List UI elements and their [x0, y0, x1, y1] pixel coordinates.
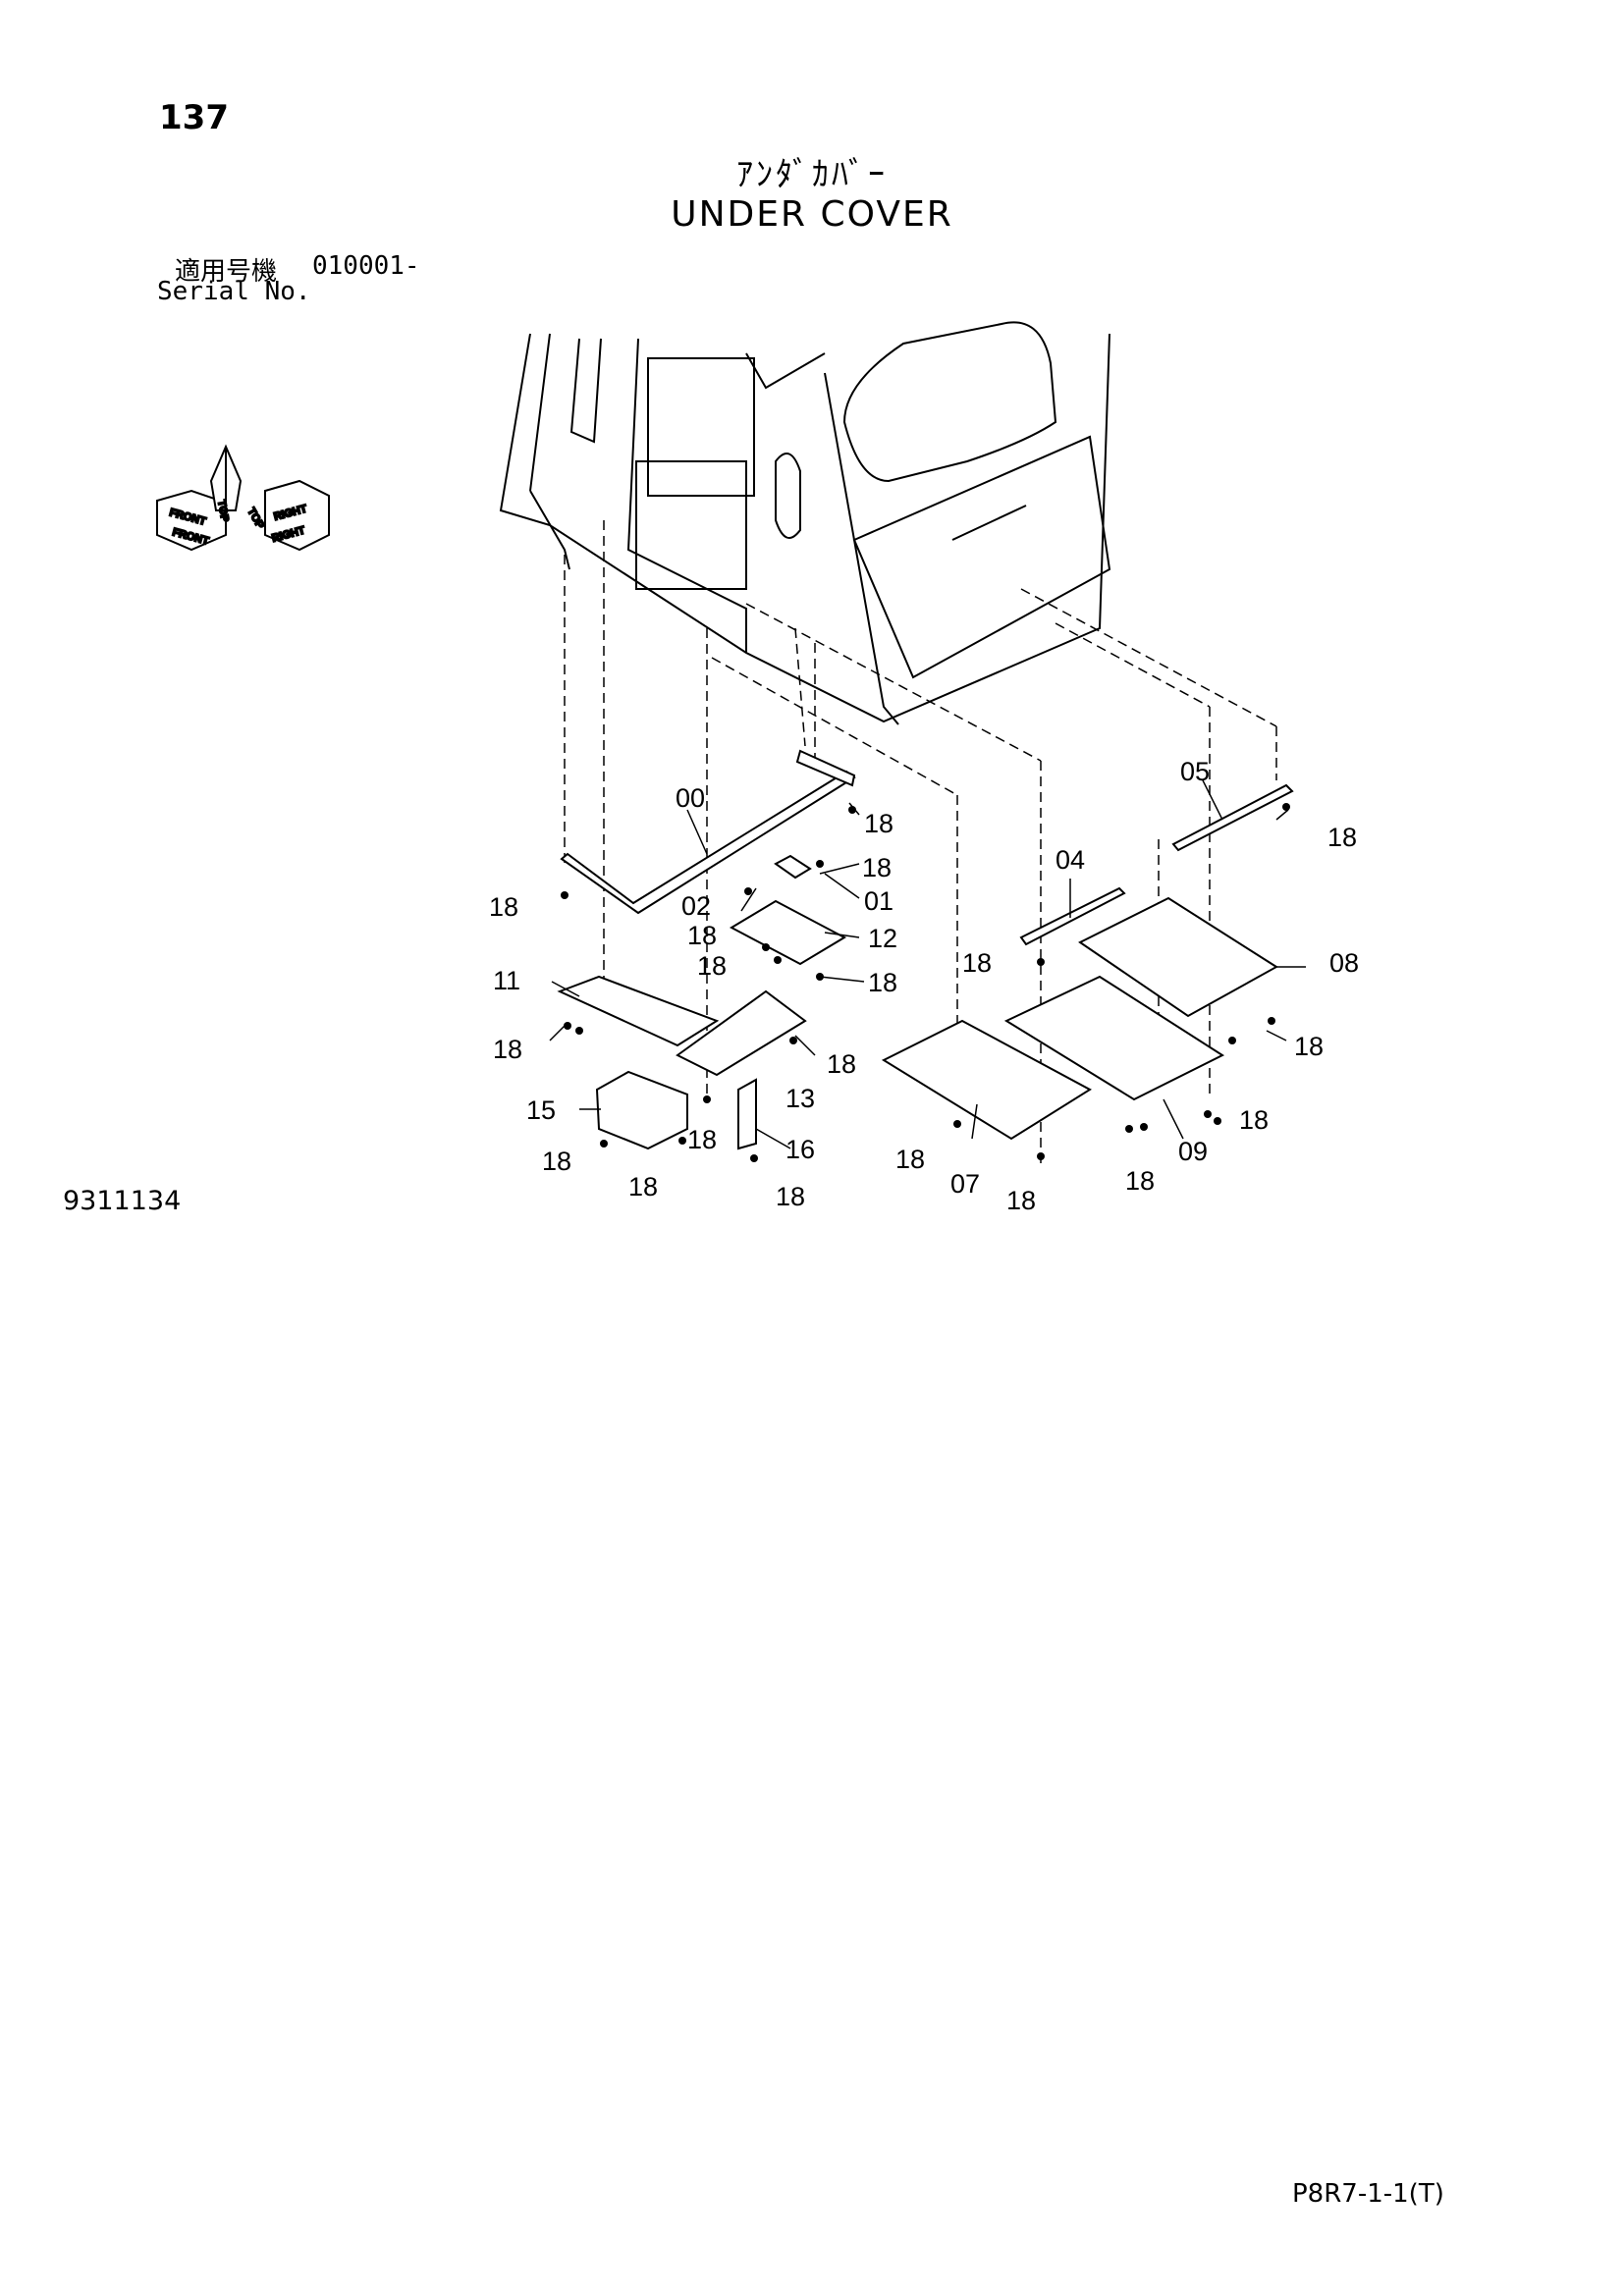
callout-16: 16	[785, 1135, 815, 1164]
callout-18: 18	[862, 853, 892, 882]
callout-01: 01	[864, 886, 893, 916]
title-japanese: ｱﾝﾀﾞｶﾊﾞｰ	[736, 155, 888, 194]
cab-body-illustration	[499, 321, 1111, 725]
callout-18: 18	[628, 1172, 658, 1201]
callout-18: 18	[895, 1145, 925, 1174]
serial-label-japanese: 適用号機	[175, 257, 278, 287]
part-07-plate	[881, 1019, 1092, 1141]
callout-13: 13	[785, 1084, 815, 1113]
callout-18: 18	[827, 1049, 856, 1079]
callout-15: 15	[526, 1095, 556, 1125]
callout-18: 18	[489, 892, 518, 922]
callout-18: 18	[687, 1125, 717, 1154]
callout-09: 09	[1178, 1137, 1208, 1166]
callout-18: 18	[1327, 823, 1357, 852]
callout-labels: 00 18 18 18 01 02 18 12 18 18 11 18 18 1…	[489, 757, 1359, 1215]
callout-18: 18	[542, 1147, 571, 1176]
callout-18: 18	[962, 948, 992, 978]
orientation-cube-icon: FRONT RIGHT TOP FRONT TOP RIGHT	[156, 444, 330, 552]
part-16-plate	[737, 1078, 757, 1150]
orientation-label-top-2: TOP	[244, 507, 266, 531]
drawing-number: 9311134	[63, 1186, 182, 1216]
title-english: UNDER COVER	[671, 194, 953, 235]
serial-value: 010001-	[312, 251, 420, 281]
callout-08: 08	[1329, 948, 1359, 978]
callout-18: 18	[687, 921, 717, 950]
callout-18: 18	[493, 1035, 522, 1064]
callout-05: 05	[1180, 757, 1210, 786]
callout-04: 04	[1056, 845, 1085, 875]
part-01-bracket	[774, 854, 812, 880]
part-04-strip	[1019, 886, 1126, 946]
part-12-plate	[729, 899, 847, 966]
part-00-bracket	[795, 749, 856, 787]
page-number: 137	[159, 98, 229, 137]
callout-11: 11	[493, 966, 520, 995]
leader-lines	[549, 779, 1306, 1149]
footer-code: P8R7-1-1(T)	[1292, 2179, 1444, 2209]
part-09-plate	[1003, 975, 1225, 1101]
bolt-markers	[561, 803, 1290, 1162]
callout-12: 12	[868, 924, 897, 953]
callout-18: 18	[864, 809, 893, 838]
callout-18: 18	[697, 951, 727, 981]
part-15-cover	[595, 1070, 688, 1150]
parts-illustration	[557, 749, 1294, 1150]
callout-18: 18	[1239, 1105, 1269, 1135]
callout-18: 18	[1006, 1186, 1036, 1215]
part-05-strip	[1171, 783, 1294, 852]
callout-02: 02	[681, 891, 711, 921]
callout-00: 00	[676, 783, 705, 813]
callout-18: 18	[1125, 1166, 1155, 1196]
callout-18: 18	[868, 968, 897, 997]
callout-18: 18	[1294, 1032, 1324, 1061]
callout-18: 18	[776, 1182, 805, 1211]
part-11-plate	[557, 975, 720, 1047]
callout-07: 07	[950, 1169, 980, 1199]
serial-label-english: Serial No.	[157, 277, 311, 306]
orientation-label-top: TOP	[215, 499, 231, 522]
part-13-plate	[676, 989, 807, 1077]
